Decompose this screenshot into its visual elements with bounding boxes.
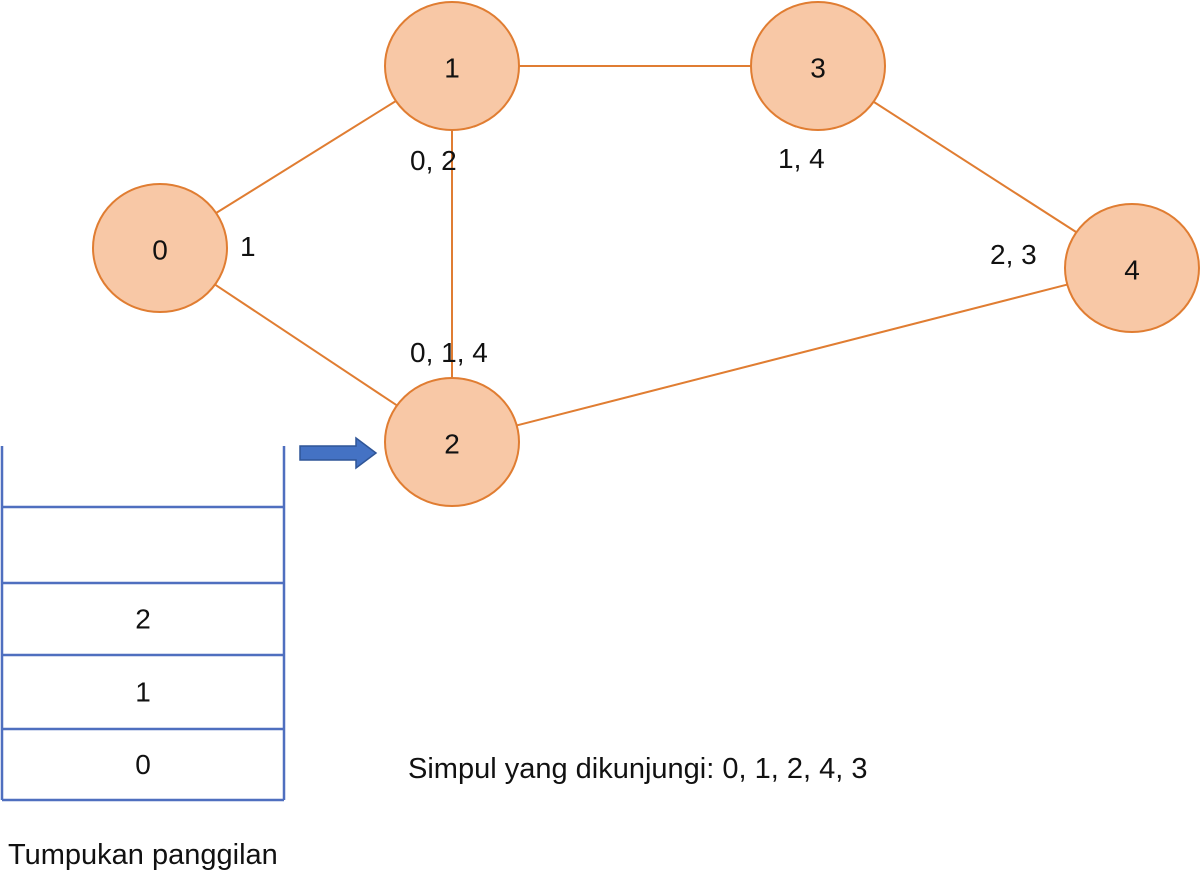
adjacency-label-node-2: 0, 1, 4 bbox=[410, 337, 488, 368]
node-1-label: 1 bbox=[444, 53, 460, 84]
adjacency-label-node-4: 2, 3 bbox=[990, 239, 1037, 270]
adjacency-label-node-1: 0, 2 bbox=[410, 145, 457, 176]
stack-cell: 0 bbox=[135, 749, 151, 780]
node-0-circle bbox=[92, 183, 228, 313]
node-0: 0 bbox=[92, 183, 228, 313]
arrow-right-icon bbox=[299, 436, 378, 470]
adjacency-labels: 1 0, 2 1, 4 2, 3 0, 1, 4 bbox=[240, 143, 1037, 368]
stack-cell: 2 bbox=[135, 604, 151, 635]
adjacency-label-node-3: 1, 4 bbox=[778, 143, 825, 174]
edge-0-2 bbox=[214, 283, 398, 407]
node-2-label: 2 bbox=[444, 429, 460, 460]
node-2: 2 bbox=[384, 377, 520, 507]
node-4-circle bbox=[1064, 203, 1200, 333]
nodes: 0 1 2 3 4 bbox=[92, 1, 1200, 507]
adjacency-label-node-0: 1 bbox=[240, 231, 256, 262]
node-4: 4 bbox=[1064, 203, 1200, 333]
node-1: 1 bbox=[384, 1, 520, 131]
edges bbox=[214, 65, 1077, 427]
node-4-label: 4 bbox=[1124, 255, 1140, 286]
call-stack-caption: Tumpukan panggilan bbox=[8, 839, 278, 871]
visited-nodes-caption: Simpul yang dikunjungi: 0, 1, 2, 4, 3 bbox=[408, 753, 867, 785]
node-3: 3 bbox=[750, 1, 886, 131]
node-3-circle bbox=[750, 1, 886, 131]
node-1-circle bbox=[384, 1, 520, 131]
current-node-arrow-icon bbox=[299, 436, 378, 470]
node-0-label: 0 bbox=[152, 235, 168, 266]
node-2-circle bbox=[384, 377, 520, 507]
edge-2-4 bbox=[516, 283, 1068, 427]
edge-0-1 bbox=[215, 100, 397, 214]
node-3-label: 3 bbox=[810, 53, 826, 84]
call-stack: 2 1 0 bbox=[0, 446, 286, 802]
stack-cell: 1 bbox=[135, 677, 151, 708]
edge-3-4 bbox=[873, 100, 1077, 234]
